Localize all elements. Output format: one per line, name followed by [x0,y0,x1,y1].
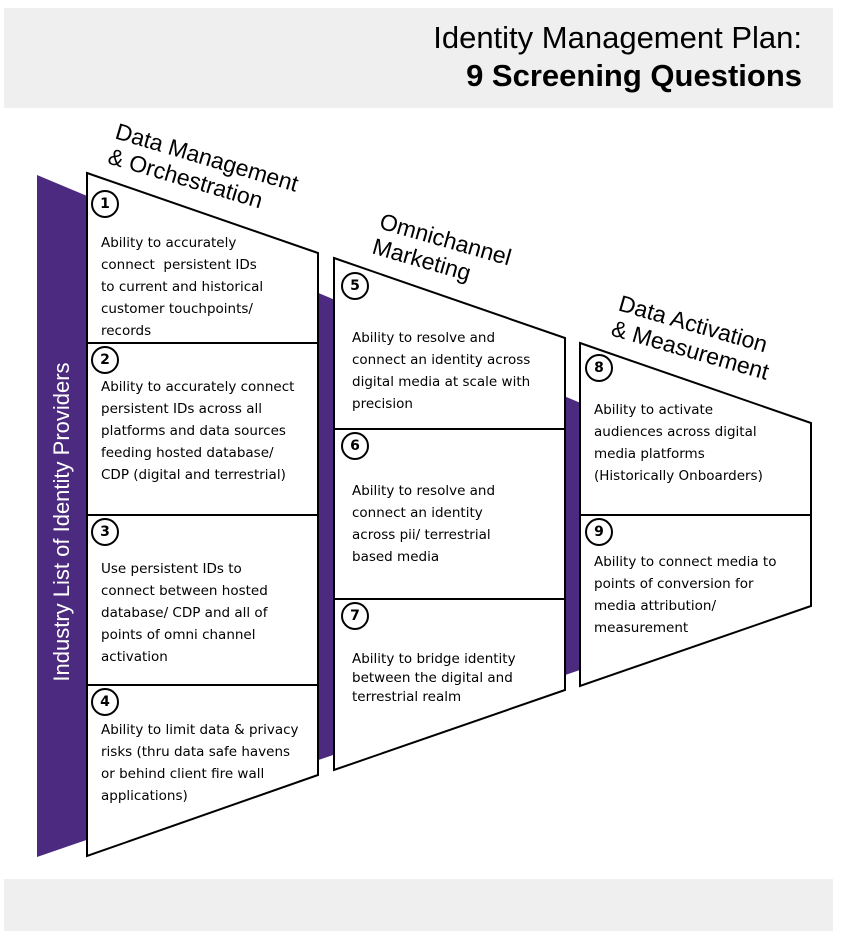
question-4-text: Ability to limit data & privacy risks (t… [101,722,299,804]
question-1-text: Ability to accurately connect persistent… [101,235,264,339]
question-3-number: 3 [91,518,119,546]
question-9-text: Ability to connect media to points of co… [594,554,777,636]
question-4-number: 4 [91,688,119,716]
question-2-text: Ability to accurately connect persistent… [101,379,295,483]
footer-band [4,879,833,931]
question-7-number: 7 [341,602,369,630]
question-7-text: Ability to bridge identity between the d… [352,651,516,705]
question-1-number: 1 [91,190,119,218]
page-title-line1: Identity Management Plan: [433,20,802,55]
question-3-text: Use persistent IDs to connect between ho… [101,561,268,665]
page-title-line2: 9 Screening Questions [466,58,802,93]
question-6-text: Ability to resolve and connect an identi… [352,483,496,565]
header-band [4,8,833,108]
question-5-number: 5 [341,272,369,300]
question-6-number: 6 [341,432,369,460]
question-8-text: Ability to activate audiences across dig… [594,402,763,484]
question-9-number: 9 [585,518,613,546]
side-label: Industry List of Identity Providers [49,362,74,682]
question-5-text: Ability to resolve and connect an identi… [352,330,531,412]
question-8-number: 8 [585,354,613,382]
question-2-number: 2 [91,346,119,374]
